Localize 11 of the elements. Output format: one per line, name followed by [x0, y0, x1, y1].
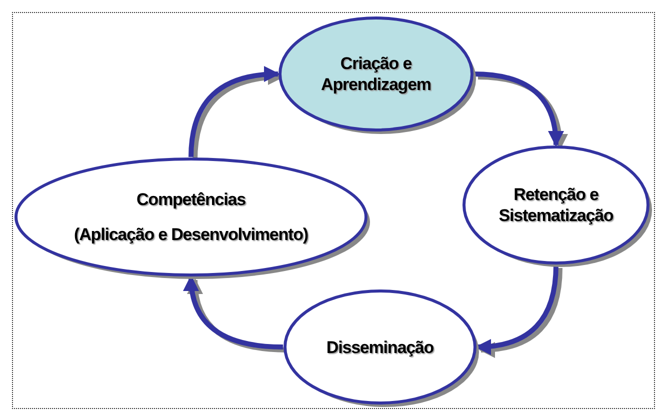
curved-arrow: [188, 66, 280, 158]
node-label: Competências: [136, 189, 246, 210]
node-label: Retenção e Sistematização: [498, 184, 614, 226]
node-label: Disseminação: [326, 336, 434, 358]
node-label: Criação e Aprendizagem: [320, 53, 432, 95]
ellipse-node: [14, 157, 368, 277]
node-subtitle: (Aplicação e Desenvolvimento): [74, 224, 308, 245]
ellipse-node: [278, 16, 474, 132]
curved-arrow: [474, 72, 564, 147]
ellipse-node: [283, 289, 477, 405]
ellipse-node: [462, 145, 650, 265]
